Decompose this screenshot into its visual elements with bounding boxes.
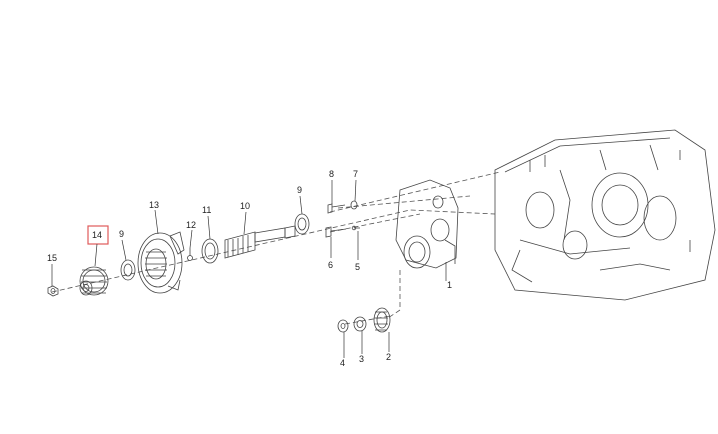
part-10-shaft[interactable]: [224, 225, 296, 259]
callout-label-9-left: 9: [119, 229, 124, 239]
callout-leaders: [51, 179, 447, 358]
part-5-pin[interactable]: [351, 225, 360, 231]
callout-label-3: 3: [359, 354, 364, 364]
callout-label-9-right: 9: [297, 185, 302, 195]
callout-label-4: 4: [340, 358, 345, 368]
part-3-lock-washer[interactable]: [353, 316, 367, 332]
callout-label-10: 10: [240, 201, 250, 211]
callout-label-2: 2: [386, 352, 391, 362]
washer-axis-line: [344, 315, 391, 325]
upper-bolt-axis-line: [329, 171, 501, 213]
callout-label-14: 14: [92, 230, 102, 240]
part-13-ring-gear[interactable]: [137, 231, 185, 294]
part-4-washer[interactable]: [337, 319, 349, 333]
part-7-washer[interactable]: [350, 200, 358, 210]
part-1-housing-cover[interactable]: [395, 179, 459, 269]
callout-labels: 1 2 3 4 5 6 7 8 9 9 10 11 12 13 14 15: [47, 169, 452, 368]
callout-label-15: 15: [47, 253, 57, 263]
callout-label-8: 8: [329, 169, 334, 179]
part-8-bolt[interactable]: [327, 203, 346, 214]
callout-label-13: 13: [149, 200, 159, 210]
callout-label-5: 5: [355, 262, 360, 272]
vertical-gear-axis-line: [387, 270, 401, 319]
part-2-gear[interactable]: [373, 307, 391, 333]
part-6-bolt[interactable]: [325, 226, 347, 238]
assembly-axes: [51, 171, 501, 325]
callout-label-11: 11: [202, 205, 211, 215]
callout-label-6: 6: [328, 260, 333, 270]
part-9-bearing-right[interactable]: [294, 213, 310, 235]
part-11-bearing[interactable]: [201, 238, 219, 264]
part-15-nut[interactable]: [47, 285, 59, 297]
bolt-8-axis-line: [337, 195, 471, 209]
part-14-gear[interactable]: [79, 266, 109, 296]
callout-14-highlight-box: [87, 225, 109, 245]
callout-label-12: 12: [186, 220, 196, 230]
lower-bolt-axis-line: [329, 213, 421, 233]
part-9-bearing-left[interactable]: [120, 259, 136, 281]
callout-label-1: 1: [447, 280, 452, 290]
part-12-pin[interactable]: [187, 248, 193, 261]
transmission-housing: [494, 129, 716, 301]
main-axis-line: [51, 209, 496, 293]
callout-label-7: 7: [353, 169, 358, 179]
